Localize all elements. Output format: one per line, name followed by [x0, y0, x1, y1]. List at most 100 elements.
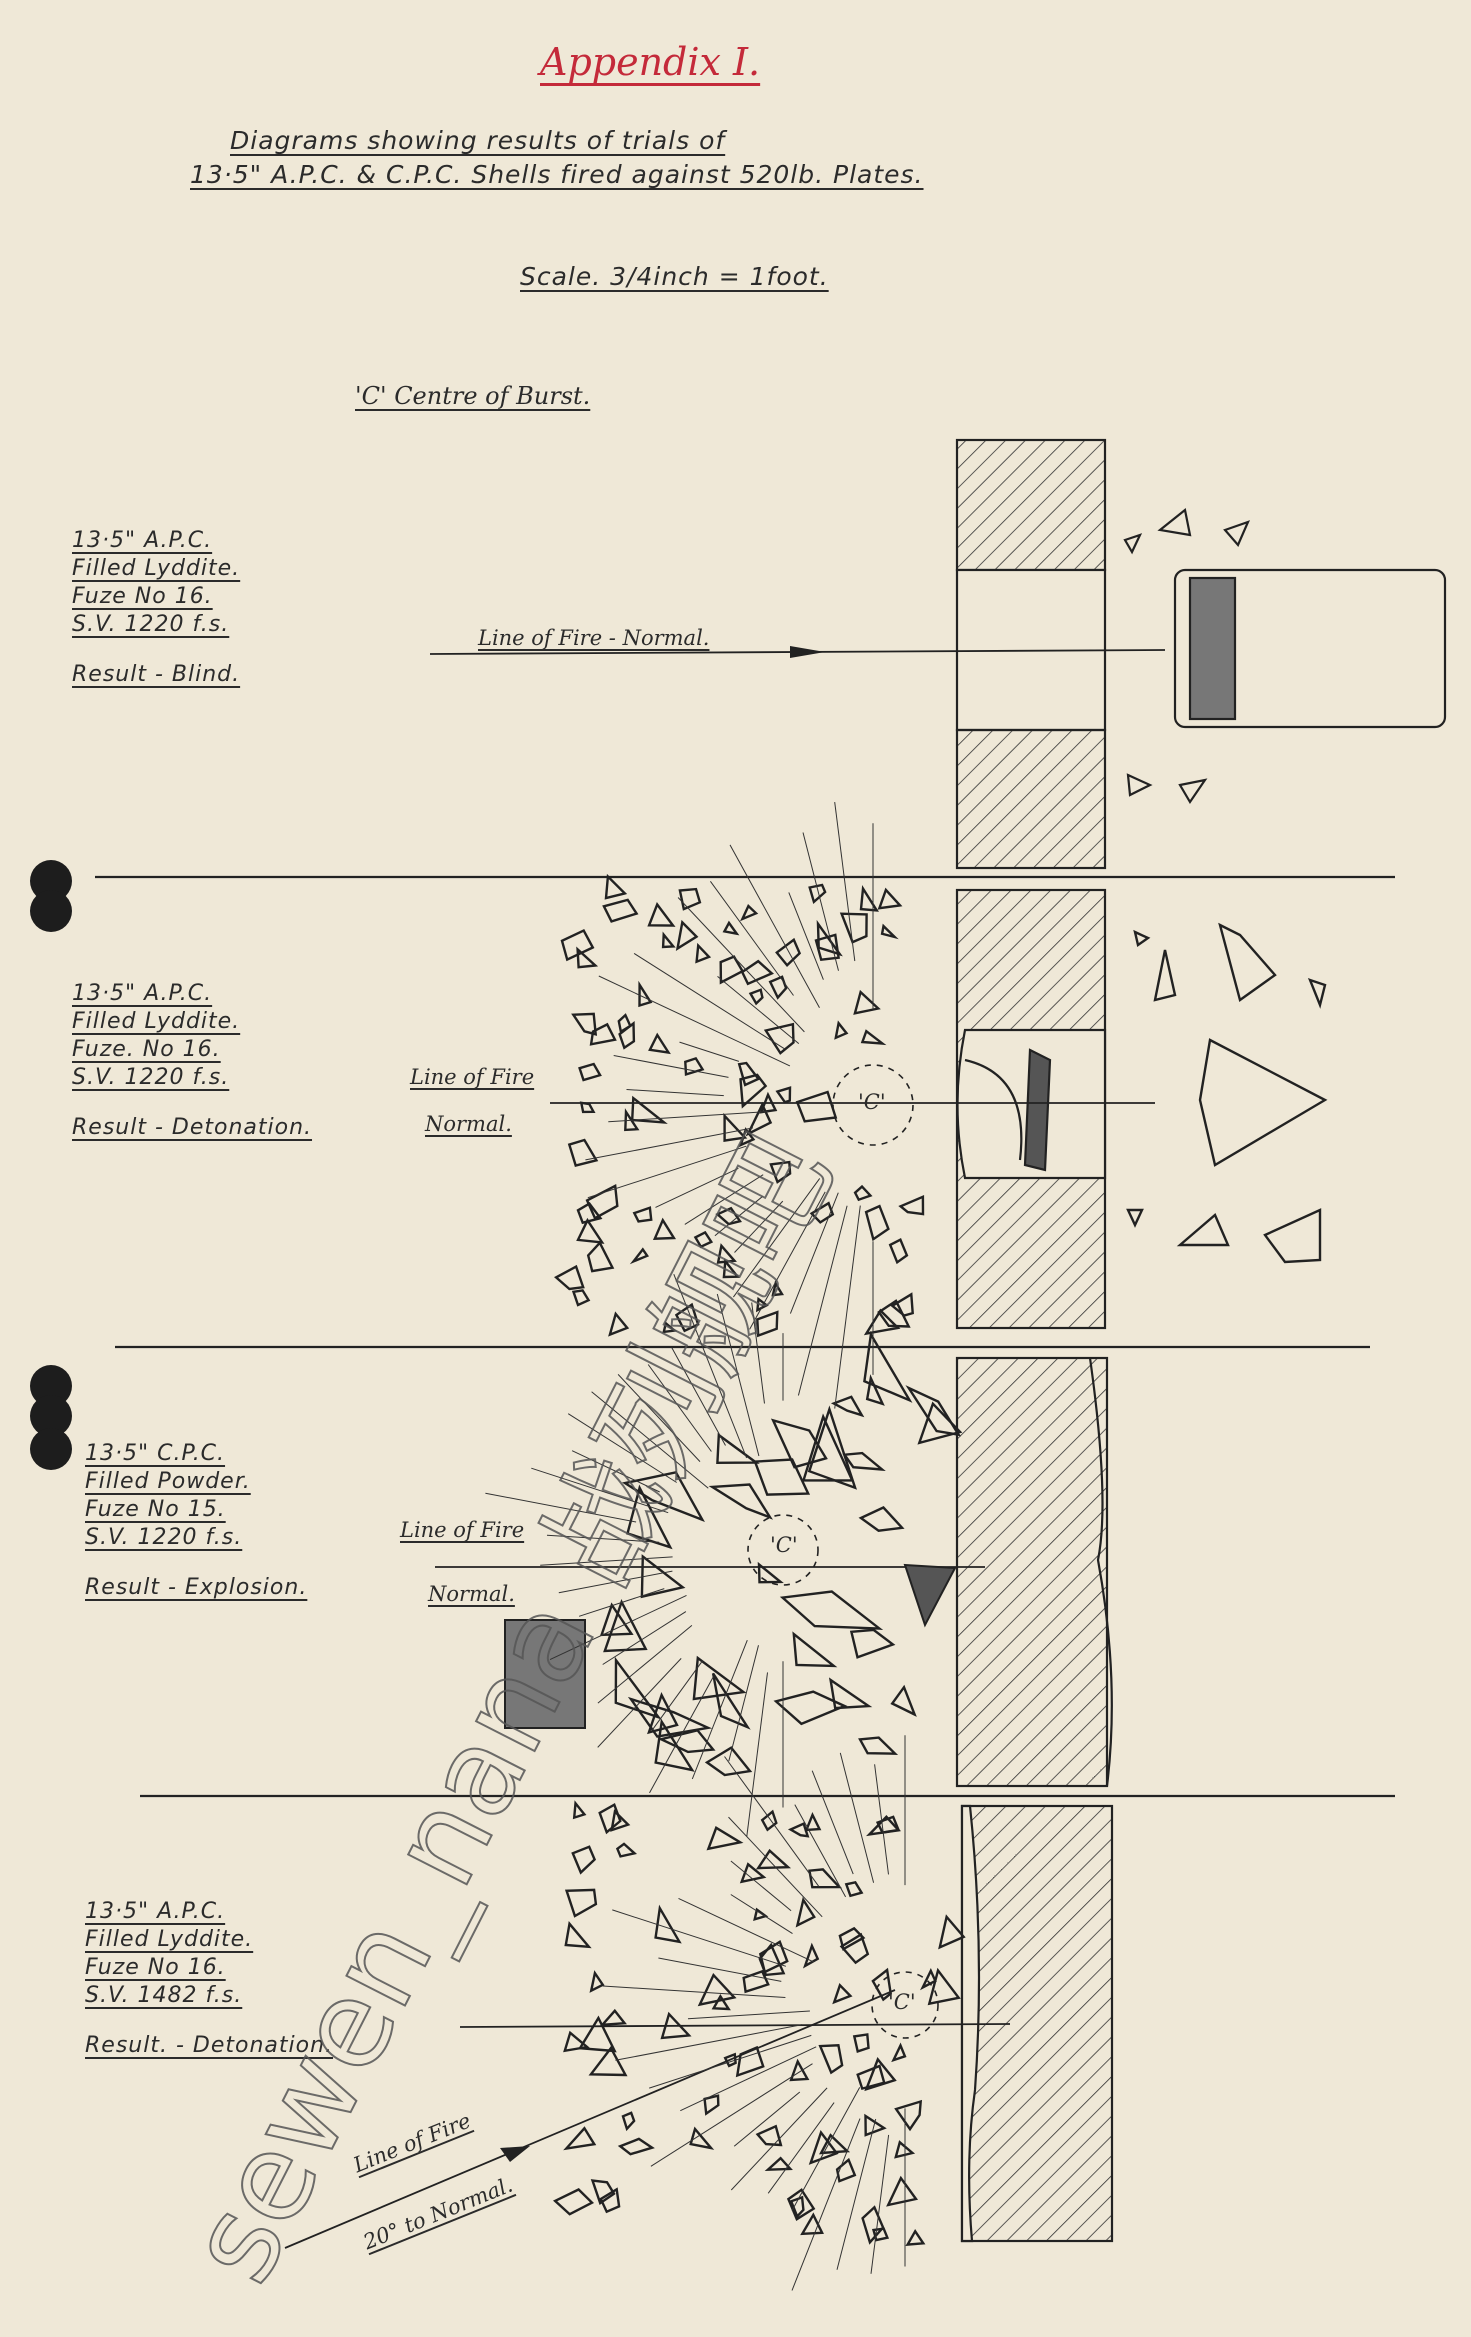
shell-fragment: [706, 1826, 744, 1851]
burst-ray: [598, 975, 791, 1067]
burst-ray: [602, 1611, 687, 1665]
trial-fuze: Fuze No 16.: [85, 1955, 226, 1980]
burst-ray: [870, 2134, 890, 2274]
trial-result: Result - Detonation.: [72, 1115, 313, 1140]
shell-fragment: [818, 2044, 844, 2075]
shell-fragment: [816, 919, 843, 957]
shell-fragment: [775, 937, 802, 967]
burst-ray: [802, 832, 839, 971]
shell-fragment: [898, 1194, 925, 1216]
burst-ray: [728, 1645, 759, 1762]
shell-fragment: [894, 2140, 916, 2159]
shell-fragment: [722, 920, 740, 936]
shell-fragment: [890, 1684, 917, 1717]
shell-fragment: [891, 2042, 907, 2063]
shell-fragment: [890, 1292, 914, 1317]
shell-fragment: [740, 903, 759, 922]
shell-fragment: [604, 873, 628, 900]
burst-ray: [714, 1195, 764, 1237]
shell-fragment: [689, 2126, 715, 2150]
shell-fragment: [590, 2179, 616, 2205]
shell-fragment: [648, 1032, 671, 1055]
shell-fragment: [828, 1677, 873, 1710]
blind-shell: [1173, 568, 1447, 729]
shell-fragment: [853, 989, 881, 1015]
burst-ray: [834, 1205, 861, 1409]
shell-fragment: [917, 1401, 963, 1445]
shell-fragment: [563, 2126, 597, 2151]
burst-ray: [679, 1041, 740, 1062]
burst-ray: [617, 1374, 701, 1462]
burst-ray: [658, 1957, 782, 1982]
shell-fragment: [618, 1020, 636, 1050]
shell-fragment: [789, 2195, 805, 2219]
shell-fragment: [554, 1264, 585, 1291]
shell-fragment: [888, 1238, 909, 1265]
trial-velocity: S.V. 1220 f.s.: [72, 1065, 230, 1090]
shell-fragment: [795, 1090, 838, 1123]
burst-ray: [612, 1909, 787, 1967]
burst-centre-label: 'C': [858, 1090, 886, 1114]
burst-ray: [608, 1111, 769, 1123]
shell-fragment: [661, 931, 676, 949]
burst-centre-label: 'C': [770, 1533, 798, 1557]
burst-ray: [673, 1274, 748, 1459]
shell-fragment: [626, 1484, 673, 1550]
shell-fragment: [621, 1470, 705, 1523]
shell-fragment: [662, 1321, 678, 1334]
shell-fragment: [675, 919, 699, 951]
shell-fragment: [578, 1062, 602, 1082]
shell-fragment: [832, 1982, 853, 2005]
burst-ray: [678, 1897, 815, 1963]
burst-ray: [585, 1127, 754, 1161]
shell-fragment: [693, 1230, 714, 1249]
burst-ray: [650, 2063, 813, 2167]
shell-fragment: [716, 1243, 737, 1264]
burst-ray: [602, 1985, 786, 1998]
burst-ray: [797, 1205, 848, 1396]
shell-fragment: [755, 1848, 792, 1870]
shell-fragment: [599, 2187, 621, 2214]
burst-ray: [655, 1167, 739, 1208]
shell-fragment: [695, 942, 712, 964]
shell-fragment: [621, 2111, 636, 2132]
trial-shell: 13·5" C.P.C.: [85, 1441, 226, 1466]
shell-fragment: [647, 902, 676, 927]
shell-fragment: [864, 1204, 890, 1242]
shell-fragment: [748, 988, 764, 1006]
burst-ray: [691, 1640, 748, 1780]
shell-fragment: [795, 1896, 816, 1928]
shell-fragment: [740, 959, 774, 986]
trial-3-details: 13·5" C.P.C. Filled Powder. Fuze No 15. …: [85, 1440, 307, 1602]
shell-fragment: [839, 912, 868, 944]
shell-fragment: [804, 1811, 822, 1832]
trial-result: Result - Explosion.: [85, 1575, 308, 1600]
shell-fragment: [853, 1184, 873, 1202]
burst-ray: [734, 1200, 784, 1253]
shell-fragment: [715, 1206, 742, 1226]
shell-fragment: [723, 2052, 737, 2068]
burst-ray: [746, 1672, 768, 1837]
shell-fragment: [588, 2045, 628, 2077]
shell-fragment: [866, 1815, 902, 1837]
plate-fragments: [1123, 508, 1251, 805]
shell-fragment: [654, 1904, 682, 1944]
burst-ray: [733, 2091, 801, 2147]
shell-fragment: [630, 1095, 668, 1124]
shell-fragment: [723, 1112, 748, 1142]
shell-fragment: [758, 1942, 786, 1977]
shell-fragment: [905, 1385, 962, 1437]
shell-fragment: [638, 980, 653, 1008]
burst-ray: [684, 1174, 764, 1225]
trial-4-details: 13·5" A.P.C. Filled Lyddite. Fuze No 16.…: [85, 1898, 333, 2060]
shell-fragment: [629, 1247, 650, 1265]
appendix-title: Appendix I.: [540, 40, 761, 84]
shell-fragment: [576, 1217, 605, 1244]
shell-fragment: [880, 923, 899, 940]
shell-fragment: [571, 1845, 597, 1875]
shell-fragment: [789, 2058, 810, 2082]
shell-fragment: [564, 1921, 592, 1949]
burst-centre-label: 'C': [888, 1990, 916, 2014]
shell-fragment: [739, 1073, 768, 1109]
shell-fragment: [770, 1418, 828, 1469]
